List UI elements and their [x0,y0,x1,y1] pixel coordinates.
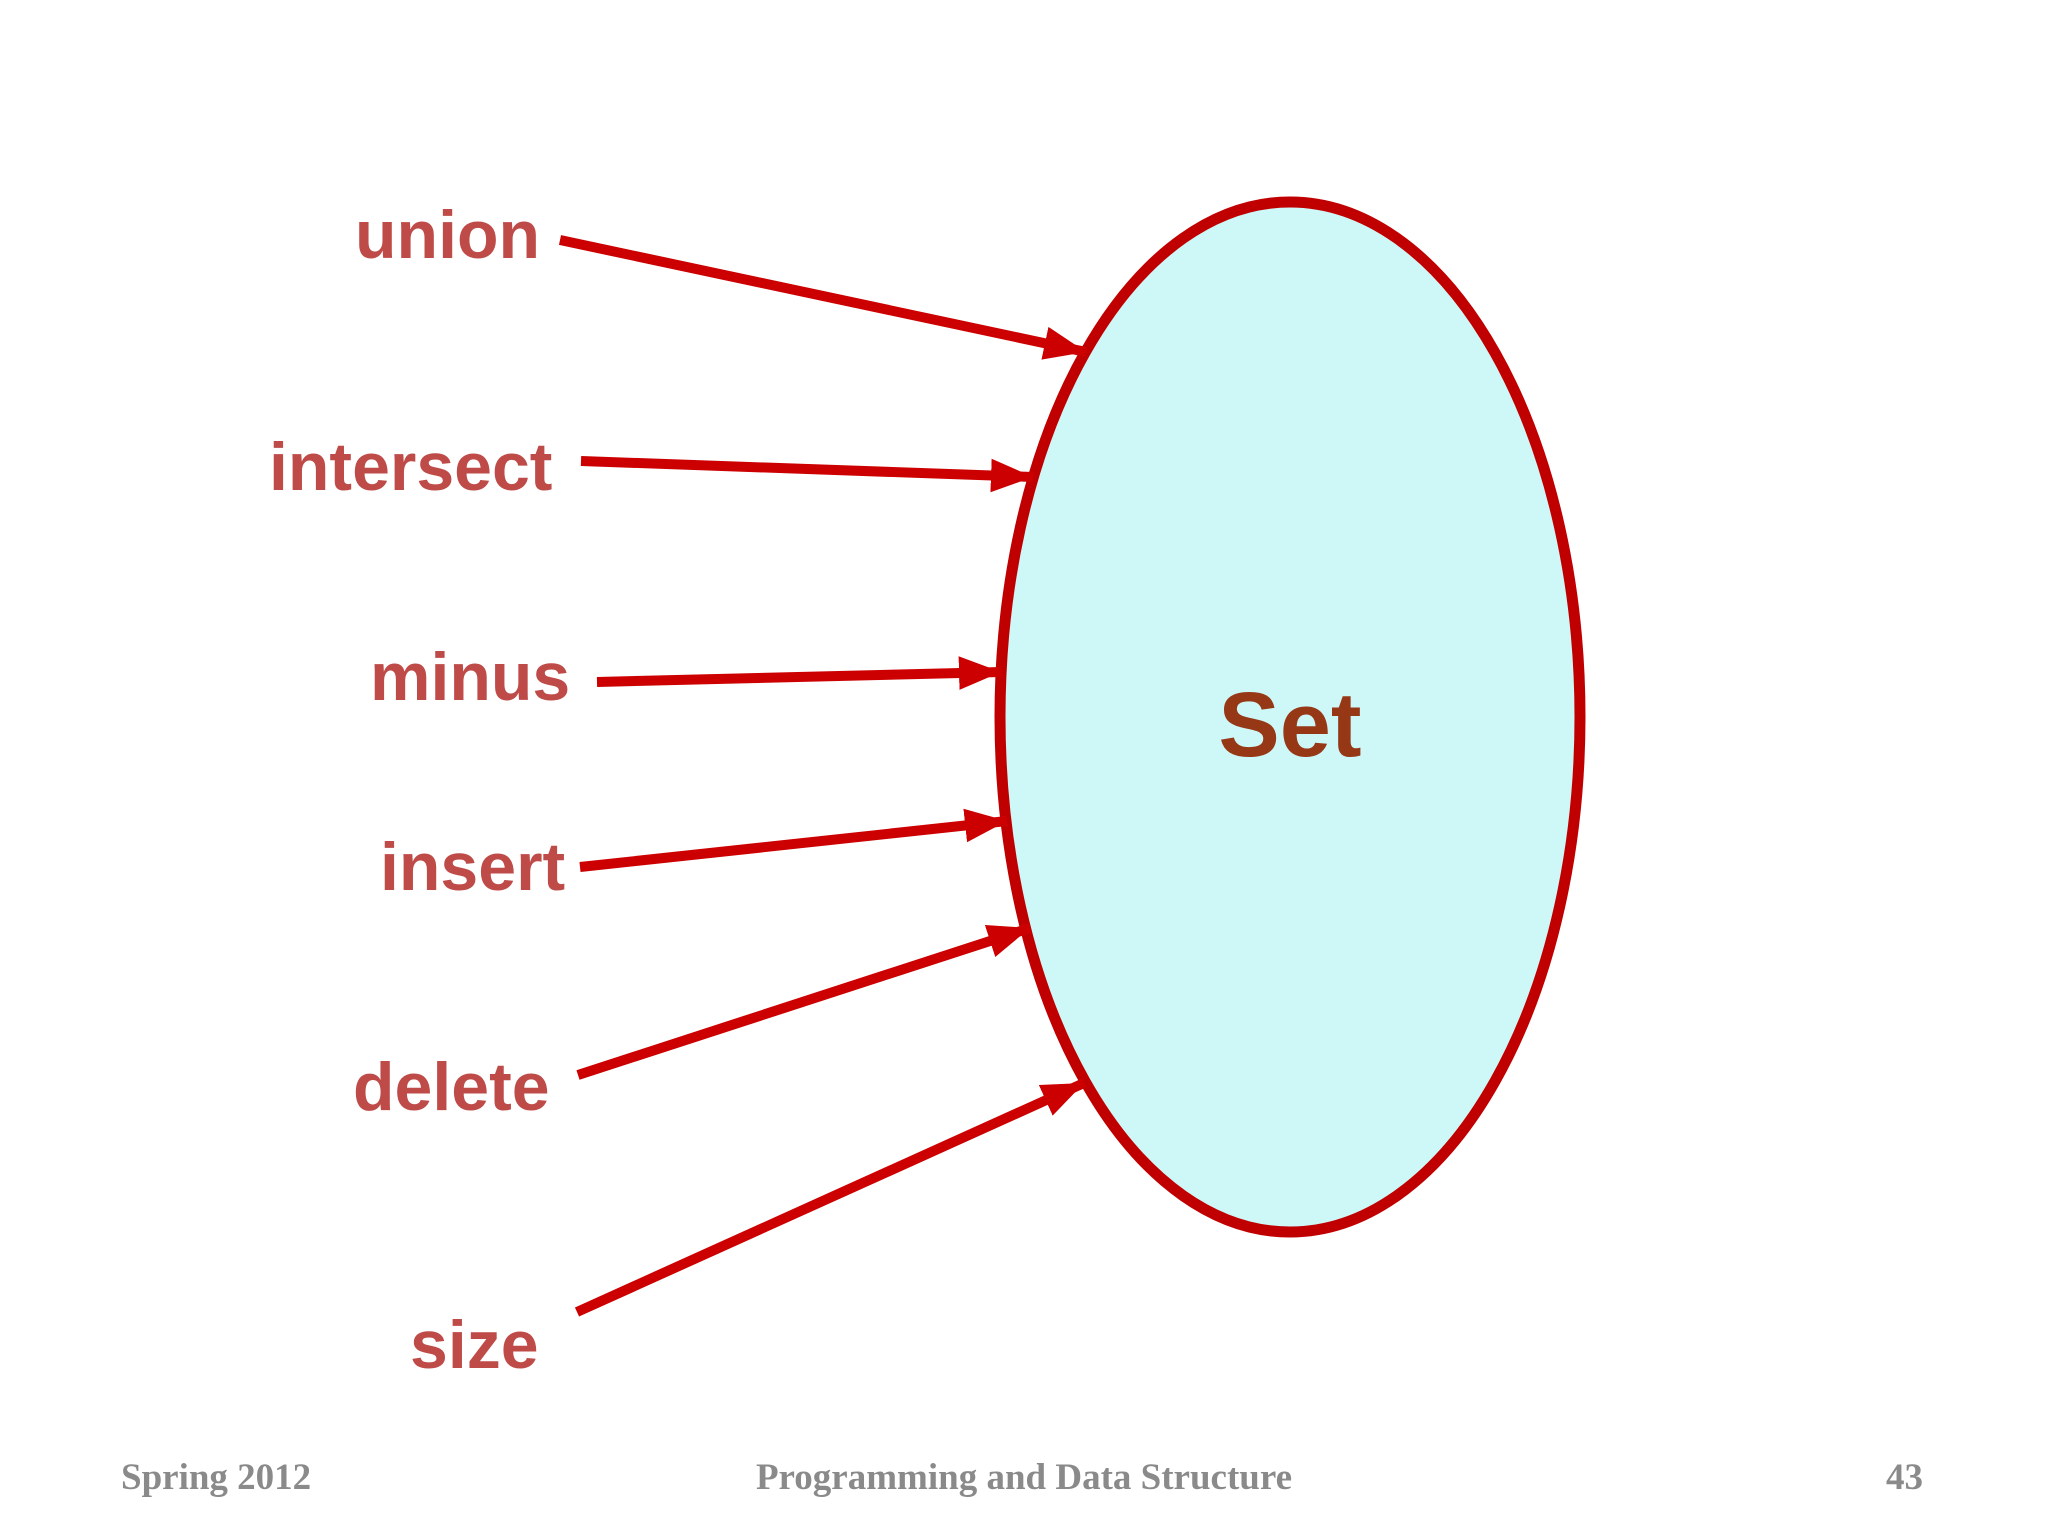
set-ellipse [994,196,1586,1238]
arrow-insert [579,808,1008,872]
operation-label-minus: minus [370,639,571,715]
arrow-union [558,235,1088,360]
footer-date: Spring 2012 [121,1457,312,1498]
arrow-intersect [580,456,1034,493]
set-node-label: Set [1218,674,1362,776]
footer-page-number: 43 [1886,1457,1923,1498]
operation-label-intersect: intersect [269,429,553,505]
operation-label-union: union [355,197,541,273]
footer-title: Programming and Data Structure [755,1457,1293,1498]
operation-label-insert: insert [380,829,566,905]
arrow-minus [596,656,1002,690]
arrow-delete [576,923,1032,1080]
operation-label-size: size [410,1307,539,1383]
operation-label-delete: delete [353,1049,550,1125]
arrow-size [574,1078,1087,1317]
